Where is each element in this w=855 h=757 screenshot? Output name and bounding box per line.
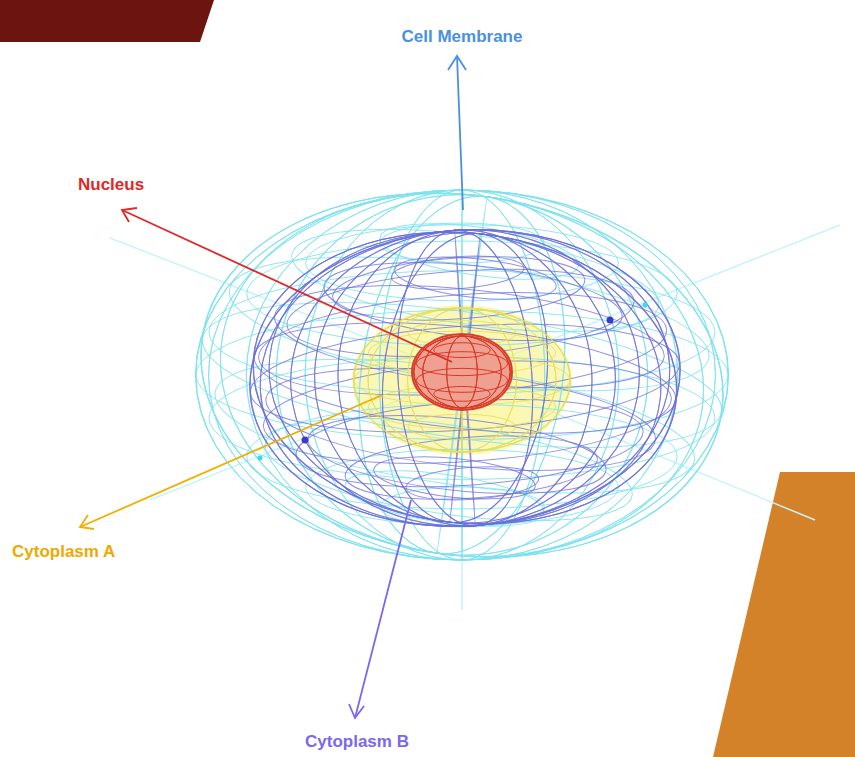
leader-line	[80, 395, 382, 529]
pole-dot	[643, 303, 648, 308]
leader-line	[349, 500, 411, 718]
leader-lines	[80, 56, 466, 718]
nucleus-wireframe	[414, 336, 511, 408]
cytoplasm-a-wireframe	[354, 308, 571, 452]
cytoplasm-b-wireframe	[239, 212, 692, 545]
header-band	[0, 0, 214, 42]
leader-line	[448, 56, 466, 210]
cytoplasm-label: Cytoplasm B	[305, 733, 409, 752]
pole-dot	[258, 456, 263, 461]
pole-dot	[302, 437, 309, 444]
cell-membrane-wireframe	[177, 160, 747, 590]
axis-lines	[110, 225, 840, 610]
corner-band	[713, 472, 855, 757]
leader-line	[122, 208, 452, 362]
cytoplasm-label: Cytoplasm A	[12, 543, 115, 562]
pole-dot	[607, 317, 614, 324]
membrane-label: Cell Membrane	[402, 28, 523, 47]
nucleus-shape	[412, 334, 512, 410]
nucleus-label: Nucleus	[78, 176, 144, 195]
